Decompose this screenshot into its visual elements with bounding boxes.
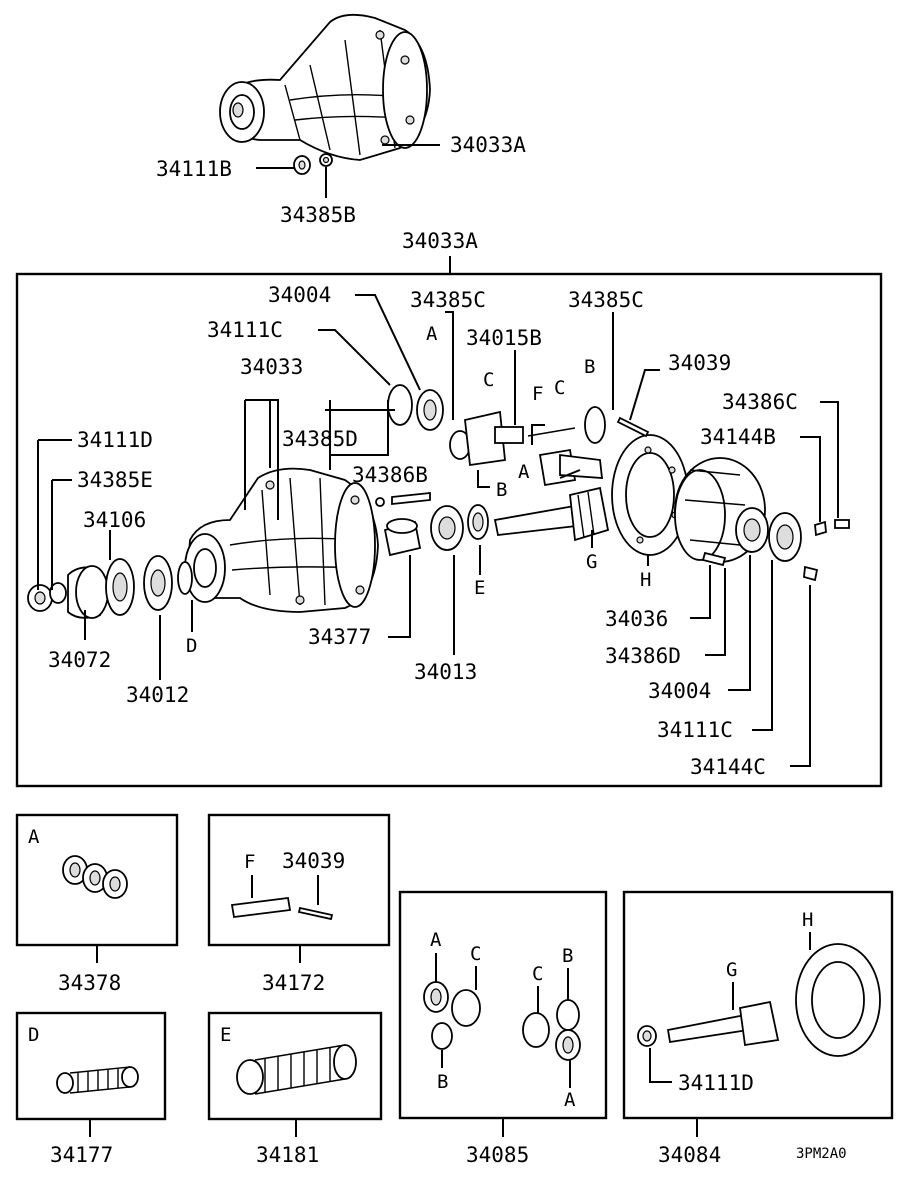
kit-34177-letter: D <box>28 1024 39 1046</box>
kit-34085-b1: B <box>437 1071 448 1093</box>
shim-set-d-icon <box>56 1066 139 1094</box>
kit-34085-a2: A <box>564 1089 576 1111</box>
kit-34172-letter-f: F <box>244 851 255 873</box>
drive-pinion-illustration <box>493 486 610 542</box>
side-bearing-illustration <box>735 507 850 582</box>
kit-34084-h: H <box>802 909 813 931</box>
label-top-washer: 34385B <box>280 203 356 227</box>
label-carrier: 34033 <box>240 355 303 379</box>
callout-g: G <box>586 551 597 573</box>
label-bearing-13: 34013 <box>414 660 477 684</box>
kit-34177-number: 34177 <box>50 1143 113 1167</box>
label-pin-39: 34039 <box>668 351 731 375</box>
kit-34084-number: 34084 <box>658 1143 721 1167</box>
kit-34181-number: 34181 <box>256 1143 319 1167</box>
label-top-assembly: 34033A <box>450 133 526 157</box>
top-nut-illustration <box>293 155 311 175</box>
label-nut-d: 34111D <box>77 428 153 452</box>
kit-34378-number: 34378 <box>58 971 121 995</box>
kit-34084-g: G <box>726 959 737 981</box>
washer-set-icon <box>62 855 128 899</box>
label-nut-lower: 34111C <box>657 718 733 742</box>
label-pin-36: 34036 <box>605 607 668 631</box>
label-bearing-upper: 34004 <box>268 283 331 307</box>
differential-gear-set-icon <box>423 981 581 1061</box>
bolt-34386b-illustration <box>375 492 431 507</box>
label-bearing-12: 34012 <box>126 683 189 707</box>
shaft-and-pin-icon <box>230 896 334 921</box>
carrier-housing-illustration <box>184 467 379 613</box>
kit-34172-pin-label: 34039 <box>282 849 345 873</box>
callout-a-upper: A <box>426 323 438 345</box>
kit-box-34084 <box>622 890 894 1120</box>
label-washer-d: 34385D <box>282 427 358 451</box>
callout-h: H <box>640 569 651 591</box>
label-bolt-86b: 34386B <box>352 463 428 487</box>
label-flange: 34072 <box>48 648 111 672</box>
label-washer-c-top: 34385C <box>410 288 486 312</box>
diagram-code: 3PM2A0 <box>796 1146 847 1162</box>
callout-d: D <box>186 635 197 657</box>
kit-34085-a1: A <box>430 929 442 951</box>
top-carrier-assembly-illustration <box>219 13 431 161</box>
kit-box-34172 <box>207 813 391 947</box>
kit-34084-nut-label: 34111D <box>678 1071 754 1095</box>
kit-34085-c1: C <box>470 943 481 965</box>
kit-34181-letter: E <box>220 1024 231 1046</box>
label-main-box: 34033A <box>402 229 478 253</box>
callout-e: E <box>474 577 485 599</box>
spacer-bearing-illustration <box>383 504 489 557</box>
label-bolt-86d: 34386D <box>605 644 681 668</box>
label-oilseal: 34106 <box>83 508 146 532</box>
pin-bolt-lower-illustration <box>701 551 727 567</box>
shim-set-e-icon <box>236 1044 357 1095</box>
exploded-view-frame <box>15 272 883 788</box>
callout-a-lower: A <box>518 461 530 483</box>
label-lock-44c: 34144C <box>690 755 766 779</box>
kit-34378-letter: A <box>28 826 40 848</box>
label-washer-e: 34385E <box>77 468 153 492</box>
label-bolt-86c: 34386C <box>722 390 798 414</box>
kit-34085-b2: B <box>562 945 573 967</box>
label-bearing-lower: 34004 <box>648 679 711 703</box>
label-top-nut: 34111B <box>156 157 232 181</box>
callout-b-upper: B <box>584 356 595 378</box>
kit-34085-c2: C <box>532 963 543 985</box>
label-washer-c-right: 34385C <box>568 288 644 312</box>
label-shaft-15b: 34015B <box>466 326 542 350</box>
flange-nut-seal-illustration <box>27 555 193 619</box>
label-spacer: 34377 <box>308 625 371 649</box>
callout-f: F <box>532 383 543 405</box>
callout-b-lower: B <box>496 479 507 501</box>
leader-lines <box>37 294 839 767</box>
kit-34085-number: 34085 <box>466 1143 529 1167</box>
label-bolt-44b: 34144B <box>700 425 776 449</box>
ring-and-pinion-icon <box>637 943 881 1057</box>
label-nut-upper: 34111C <box>207 318 283 342</box>
kit-34172-number: 34172 <box>262 971 325 995</box>
callout-c-right: C <box>554 377 565 399</box>
callout-c-left: C <box>483 369 494 391</box>
top-washer-illustration <box>319 153 333 167</box>
